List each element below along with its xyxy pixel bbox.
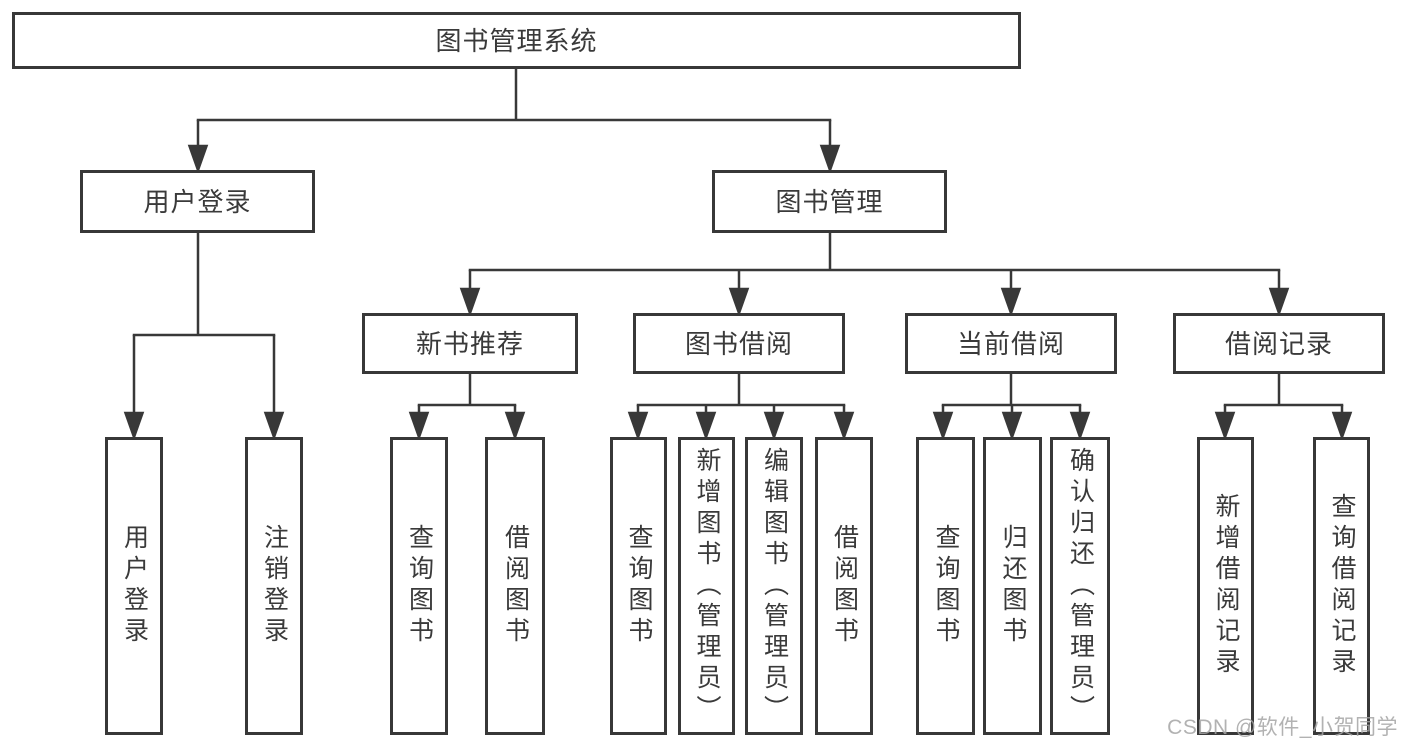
leaf-borrow-books-2: 借阅图书 [815, 437, 873, 735]
leaf-confirm-return-admin-label: 确认归还（管理员） [1066, 446, 1095, 726]
leaf-query-books-2-label: 查询图书 [625, 524, 653, 648]
arrowhead-icon [187, 144, 209, 174]
connector-book-borrow-to-leaves [627, 373, 855, 441]
arrowhead-icon [819, 144, 841, 174]
arrowhead-icon [1331, 411, 1353, 441]
connector-user-login-to-leaves [123, 233, 285, 441]
leaf-borrow-books-2-label: 借阅图书 [830, 524, 859, 648]
arrowhead-icon [459, 287, 481, 317]
leaf-return-books-label: 归还图书 [999, 524, 1027, 648]
leaf-add-borrow-record: 新增借阅记录 [1197, 437, 1254, 735]
leaf-query-books-2: 查询图书 [610, 437, 667, 735]
connector-borrow-record-to-leaves [1214, 373, 1353, 441]
arrowhead-icon [627, 411, 649, 441]
leaf-user-login: 用户登录 [105, 437, 163, 735]
node-current-borrow-label: 当前借阅 [956, 328, 1065, 359]
node-user-login-label: 用户登录 [143, 186, 252, 217]
leaf-add-books-admin-label: 新增图书（管理员） [693, 446, 721, 726]
leaf-edit-books-admin-label: 编辑图书（管理员） [760, 446, 789, 726]
connector-current-borrow-to-leaves [932, 373, 1091, 441]
csdn-watermark: CSDN @软件_小贺同学 [1167, 716, 1398, 739]
node-book-borrow-label: 图书借阅 [684, 328, 793, 359]
leaf-borrow-books-1: 借阅图书 [485, 437, 545, 735]
leaf-add-books-admin: 新增图书（管理员） [678, 437, 735, 735]
leaf-confirm-return-admin: 确认归还（管理员） [1050, 437, 1110, 735]
connector-book-mgmt-to-groups [459, 233, 1290, 317]
leaf-borrow-books-1-label: 借阅图书 [501, 524, 530, 648]
leaf-return-books: 归还图书 [983, 437, 1042, 735]
connector-new-book-to-leaves [408, 373, 526, 441]
arrowhead-icon [504, 411, 526, 441]
arrowhead-icon [695, 411, 717, 441]
leaf-query-books-3: 查询图书 [916, 437, 975, 735]
arrowhead-icon [1001, 411, 1023, 441]
arrowhead-icon [408, 411, 430, 441]
leaf-logout-label: 注销登录 [260, 524, 289, 648]
node-new-book-recommend-label: 新书推荐 [415, 328, 524, 359]
node-borrow-record-label: 借阅记录 [1224, 328, 1333, 359]
leaf-query-books-1-label: 查询图书 [405, 524, 434, 648]
leaf-add-borrow-record-label: 新增借阅记录 [1212, 493, 1240, 679]
arrowhead-icon [1069, 411, 1091, 441]
node-book-borrow: 图书借阅 [633, 313, 845, 374]
node-book-management: 图书管理 [712, 170, 947, 233]
node-root-system: 图书管理系统 [12, 12, 1021, 69]
arrowhead-icon [123, 411, 145, 441]
arrowhead-icon [833, 411, 855, 441]
leaf-query-books-1: 查询图书 [390, 437, 448, 735]
arrowhead-icon [1214, 411, 1236, 441]
node-user-login: 用户登录 [80, 170, 315, 233]
arrowhead-icon [932, 411, 954, 441]
arrowhead-icon [263, 411, 285, 441]
leaf-query-borrow-record: 查询借阅记录 [1313, 437, 1370, 735]
leaf-query-borrow-record-label: 查询借阅记录 [1328, 493, 1356, 679]
connector-root-to-branches [187, 68, 841, 174]
leaf-query-books-3-label: 查询图书 [932, 524, 960, 648]
arrowhead-icon [1268, 287, 1290, 317]
node-book-management-label: 图书管理 [775, 186, 884, 217]
arrowhead-icon [728, 287, 750, 317]
node-borrow-record: 借阅记录 [1173, 313, 1385, 374]
leaf-logout: 注销登录 [245, 437, 303, 735]
node-new-book-recommend: 新书推荐 [362, 313, 578, 374]
node-current-borrow: 当前借阅 [905, 313, 1117, 374]
node-root-system-label: 图书管理系统 [435, 25, 598, 56]
leaf-user-login-label: 用户登录 [120, 524, 149, 648]
arrowhead-icon [1000, 287, 1022, 317]
leaf-edit-books-admin: 编辑图书（管理员） [745, 437, 803, 735]
arrowhead-icon [763, 411, 785, 441]
